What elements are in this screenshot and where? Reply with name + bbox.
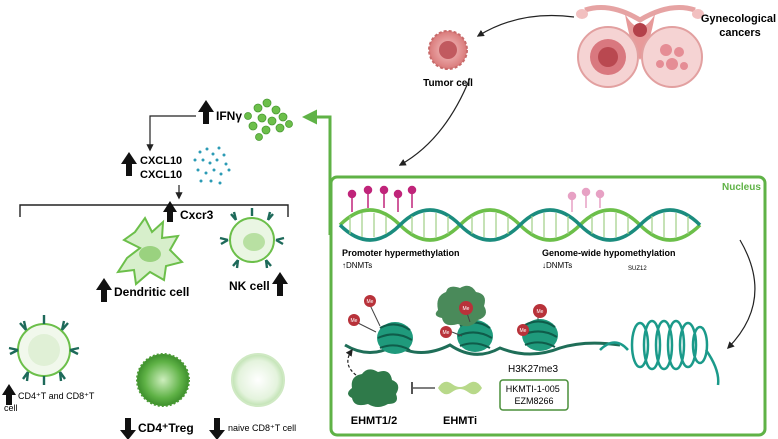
t-cell-icon	[8, 315, 80, 385]
cancer-to-tumor-arrow	[476, 14, 575, 37]
chromatin-coil-icon	[599, 319, 720, 386]
nucleosome-icon	[377, 322, 413, 354]
dendritic-up-arrow	[96, 278, 112, 302]
ifng-label: IFNγ	[216, 109, 242, 123]
dna-helix-icon	[338, 185, 702, 242]
treg-cell-icon	[136, 353, 190, 407]
methyl-marks: Me Me Me Me Me Me	[348, 295, 547, 338]
t-cell-label: CD4⁺T and CD8⁺T cell	[4, 391, 97, 413]
naive-cd8-cell-icon	[231, 353, 285, 407]
drug-box	[499, 379, 569, 411]
me-label: Me	[351, 318, 358, 324]
me-label: Me	[537, 309, 544, 315]
dna-to-chromatin-arrow	[726, 239, 756, 350]
dendritic-cell-icon	[116, 216, 184, 286]
nucleus-to-ifng-arrow	[302, 109, 332, 235]
treg-down-arrow	[120, 418, 136, 439]
uterus-icon	[576, 5, 704, 88]
naive-down-arrow	[209, 418, 225, 439]
tumor-to-nucleus-arrow	[398, 77, 471, 166]
gynecological-cancers-label: Gynecological cancers	[701, 13, 778, 39]
me-label: Me	[367, 299, 374, 305]
naive-cd8-label: naive CD8⁺T cell	[228, 423, 296, 433]
me-label: Me	[520, 328, 527, 334]
ehmt-enzyme-icon	[348, 369, 399, 407]
ehmt-to-chromatin-arrow	[345, 348, 357, 376]
t-cell-up-arrow	[2, 384, 16, 405]
cxcr3-up-arrow	[163, 201, 177, 222]
cxcr3-label: Cxcr3	[180, 208, 214, 222]
genome-hypomethylation-label: Genome-wide hypomethylation	[542, 248, 676, 258]
cxcl10-dots-icon	[193, 146, 231, 185]
cxcl10-label: CXCL10 CXCL10	[140, 155, 185, 181]
nk-up-arrow	[272, 272, 288, 296]
nk-cell-icon	[219, 208, 285, 269]
tumor-cell-label: Tumor cell	[423, 78, 473, 89]
cxcl10-up-arrow	[121, 152, 137, 176]
nucleus-box	[329, 175, 767, 437]
tumor-cell-icon	[428, 30, 468, 70]
nucleosome-icon	[522, 319, 558, 351]
drug-names: HKMTI-1-005 EZM8266	[506, 384, 563, 406]
ifng-up-arrow	[198, 100, 214, 124]
ehmt-inhibitor-icon	[411, 381, 482, 395]
me-label: Me	[463, 306, 470, 312]
nucleus-label: Nucleus	[722, 182, 761, 193]
promoter-hypermethylation-label: Promoter hypermethylation	[342, 248, 460, 258]
ifng-molecules-icon	[244, 98, 293, 141]
dnmts-down-label: ↓DNMTs	[542, 261, 572, 270]
h3k27me3-label: H3K27me3	[508, 364, 558, 375]
ehmt12-label: EHMT1/2	[351, 415, 397, 427]
ifng-to-cxcl10-arrow	[146, 115, 196, 152]
me-label: Me	[443, 330, 450, 336]
ehmti-label: EHMTi	[443, 415, 477, 427]
dendritic-cell-label: Dendritic cell	[114, 285, 189, 299]
suz12-label: SUZ12	[628, 266, 647, 272]
treg-label: CD4⁺Treg	[138, 421, 194, 435]
bracket-line	[19, 204, 289, 217]
dnmts-up-label: ↑DNMTs	[342, 261, 372, 270]
nk-cell-label: NK cell	[229, 279, 270, 293]
